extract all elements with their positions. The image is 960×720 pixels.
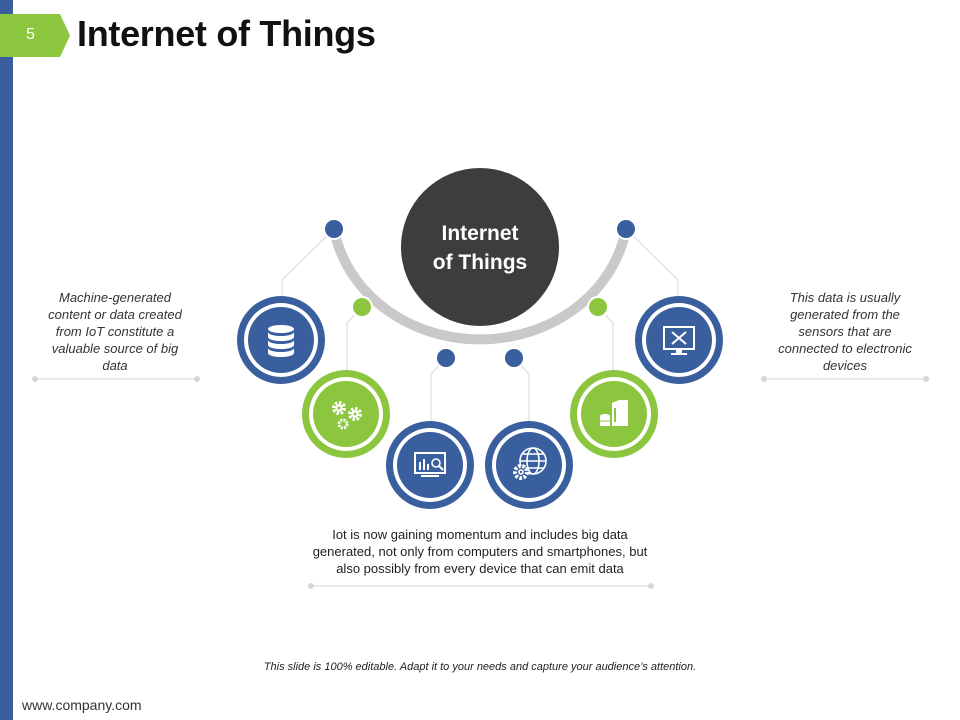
arc-dots [323, 218, 637, 369]
node-core [397, 432, 463, 498]
editable-footnote: This slide is 100% editable. Adapt it to… [263, 661, 697, 673]
center-label-line1: Internet [441, 222, 518, 245]
text-dividers [35, 378, 926, 587]
arc-dot-blue [435, 347, 457, 369]
arc-dot-blue [323, 218, 345, 240]
node-tools [635, 296, 723, 384]
node-server [570, 370, 658, 458]
connector-line [625, 228, 679, 297]
node-core [646, 307, 712, 373]
node-globe [485, 421, 573, 509]
connection-arc [329, 224, 631, 345]
node-core [313, 381, 379, 447]
arc-dot-green [587, 296, 609, 318]
left-description: Machine-generated content or data create… [48, 290, 182, 373]
database-icon [268, 325, 294, 357]
arc-dot-blue [503, 347, 525, 369]
tools-monitor-icon [663, 326, 695, 355]
page-title: Internet of Things [77, 13, 376, 54]
divider-endpoints [32, 376, 929, 589]
analytics-monitor-icon [414, 452, 446, 477]
center-circle [401, 168, 559, 326]
slide-number: 5 [26, 26, 35, 43]
arc-dot-blue [615, 218, 637, 240]
node-core [496, 432, 562, 498]
arc-dot-green [351, 296, 373, 318]
left-accent-bar [0, 0, 13, 720]
right-description: This data is usually generated from the … [778, 290, 912, 373]
server-database-icon [600, 400, 628, 426]
globe-gear-icon [513, 447, 547, 480]
node-database [237, 296, 325, 384]
node-gears [302, 370, 390, 458]
center-label-line2: of Things [433, 251, 527, 274]
company-website: www.company.com [22, 697, 142, 713]
bottom-description: Iot is now gaining momentum and includes… [312, 527, 648, 576]
connector-line [281, 228, 335, 297]
gears-icon [332, 401, 362, 430]
slide-number-badge: 5 [0, 14, 70, 57]
node-analytics [386, 421, 474, 509]
